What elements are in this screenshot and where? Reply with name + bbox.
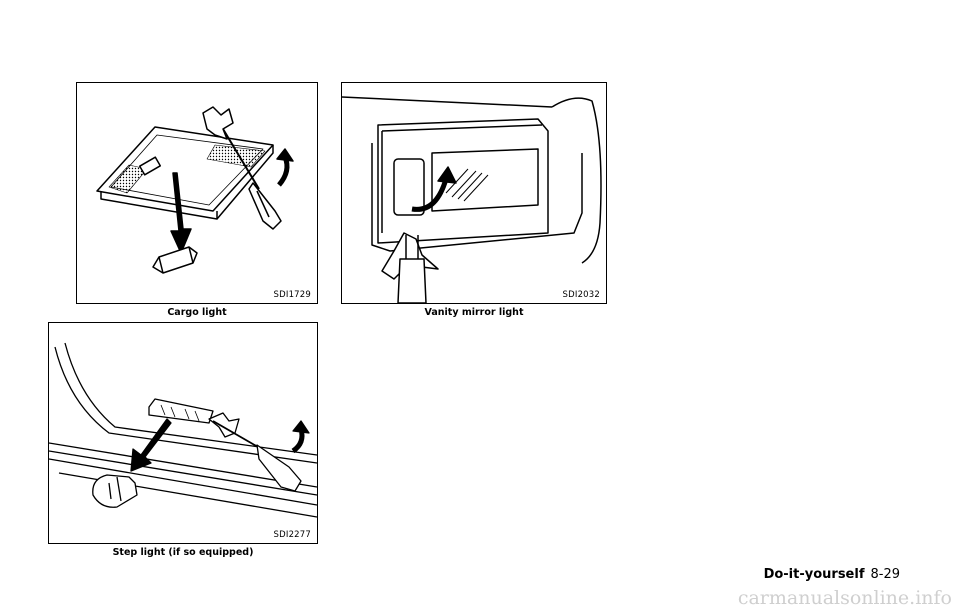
vanity-mirror-illustration <box>342 96 602 303</box>
figure-caption: Step light (if so equipped) <box>112 547 254 558</box>
figure-caption: Vanity mirror light <box>424 307 524 318</box>
figure-cargo-light: SDI1729 <box>76 82 318 304</box>
page-footer: Do-it-yourself 8-29 <box>764 567 900 582</box>
figure-code: SDI2277 <box>273 530 311 540</box>
cargo-light-illustration <box>96 106 294 274</box>
page-number: 8-29 <box>870 567 900 582</box>
figure-code: SDI1729 <box>273 290 311 300</box>
figure-step-light: SDI2277 <box>48 322 318 544</box>
section-title: Do-it-yourself <box>763 567 865 582</box>
step-light-illustration <box>49 342 317 518</box>
watermark-text: carmanualsonline.info <box>737 587 952 609</box>
figure-code: SDI2032 <box>562 290 600 300</box>
figure-vanity-mirror-light: SDI2032 <box>341 82 607 304</box>
figure-caption: Cargo light <box>167 307 227 318</box>
